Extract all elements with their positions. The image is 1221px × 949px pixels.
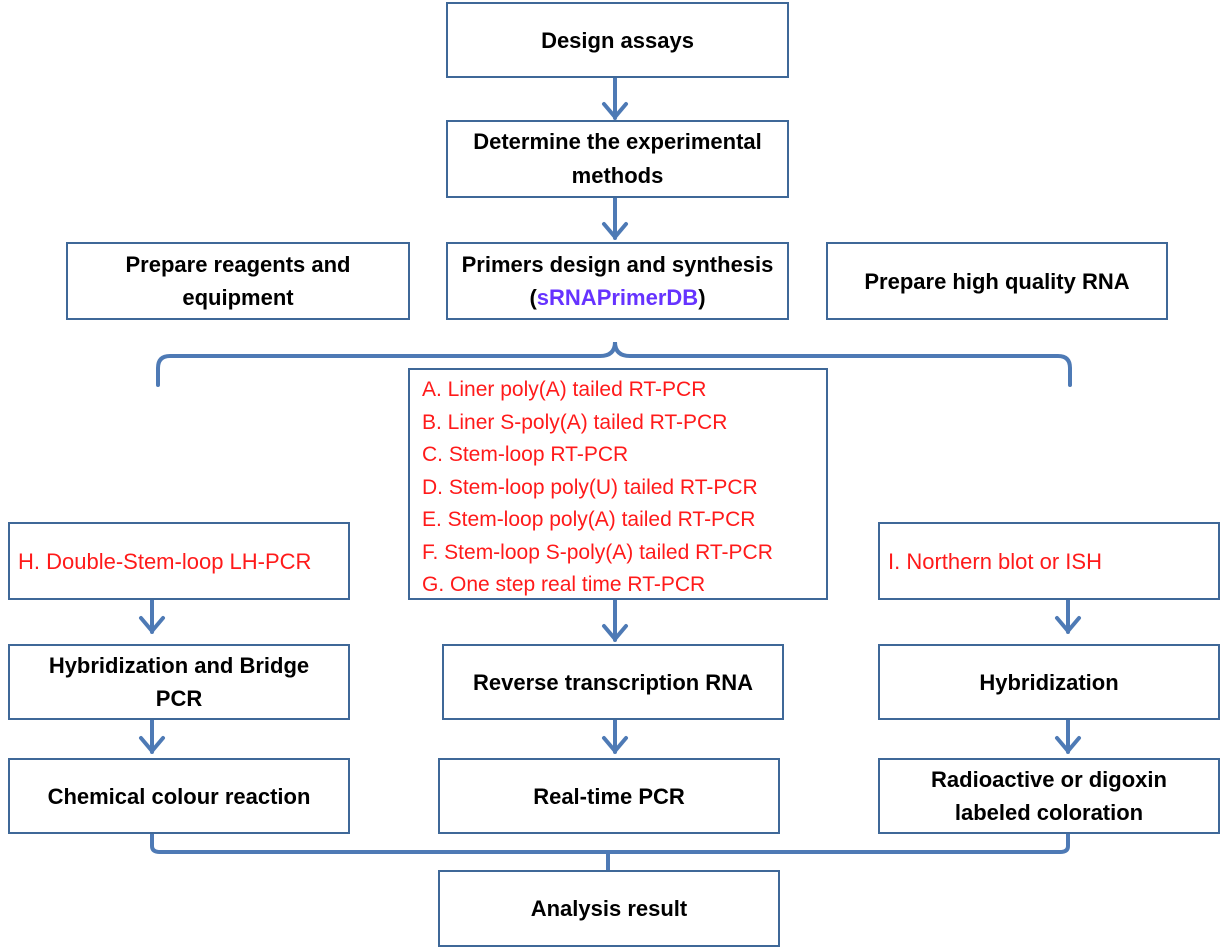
- arrow-rt-to-realtime: [602, 718, 628, 755]
- design-assays-label: Design assays: [541, 27, 694, 53]
- prepare-reagents-line1: Prepare reagents and: [125, 252, 351, 277]
- sRNAPrimerDB-link[interactable]: sRNAPrimerDB: [536, 285, 699, 310]
- arrow-hyb-to-chem: [139, 718, 165, 755]
- method-i-box: I. Northern blot or ISH: [878, 522, 1220, 600]
- primers-line1: Primers design and synthesis: [461, 252, 774, 277]
- analysis-result-box: Analysis result: [438, 870, 780, 947]
- reverse-transcription-box: Reverse transcription RNA: [442, 644, 784, 720]
- radioactive-line1: Radioactive or digoxin: [931, 767, 1167, 792]
- method-d: D. Stem-loop poly(U) tailed RT-PCR: [422, 475, 758, 499]
- realtime-pcr-label: Real-time PCR: [533, 783, 685, 809]
- hybridization-box: Hybridization: [878, 644, 1220, 720]
- method-i-label: I. Northern blot or ISH: [888, 548, 1102, 574]
- method-b: B. Liner S-poly(A) tailed RT-PCR: [422, 410, 728, 434]
- hybridization-bridge-box: Hybridization and Bridge PCR: [8, 644, 350, 720]
- bottom-bracket: [150, 832, 1070, 872]
- method-c: C. Stem-loop RT-PCR: [422, 443, 629, 466]
- method-h-label: H. Double-Stem-loop LH-PCR: [18, 548, 312, 574]
- radioactive-box: Radioactive or digoxin labeled coloratio…: [878, 758, 1220, 834]
- design-assays-box: Design assays: [446, 2, 789, 78]
- determine-methods-line1: Determine the experimental: [473, 128, 762, 154]
- method-e: E. Stem-loop poly(A) tailed RT-PCR: [422, 508, 756, 531]
- method-f: F. Stem-loop S-poly(A) tailed RT-PCR: [422, 540, 773, 564]
- arrow-design-to-methods: [602, 76, 628, 121]
- analysis-result-label: Analysis result: [530, 896, 688, 921]
- prepare-rna-label: Prepare high quality RNA: [864, 268, 1130, 294]
- radioactive-line2: labeled coloration: [954, 800, 1144, 825]
- arrow-hyb-to-radio: [1055, 718, 1081, 755]
- prepare-reagents-box: Prepare reagents and equipment: [66, 242, 410, 320]
- hybridization-bridge-line1: Hybridization and Bridge: [48, 653, 310, 678]
- chemical-colour-box: Chemical colour reaction: [8, 758, 350, 834]
- prepare-reagents-line2: equipment: [182, 285, 294, 310]
- realtime-pcr-box: Real-time PCR: [438, 758, 780, 834]
- method-g: G. One step real time RT-PCR: [422, 573, 706, 596]
- primers-line2: (sRNAPrimerDB): [529, 285, 706, 310]
- arrow-methods-to-rt: [602, 598, 628, 643]
- determine-methods-line2: methods: [571, 163, 664, 188]
- hybridization-label: Hybridization: [979, 669, 1119, 695]
- reverse-transcription-label: Reverse transcription RNA: [473, 669, 753, 695]
- primers-box: Primers design and synthesis (sRNAPrimer…: [446, 242, 789, 320]
- arrow-i-to-hyb: [1055, 598, 1081, 635]
- methods-list-box: A. Liner poly(A) tailed RT-PCR B. Liner …: [408, 368, 828, 600]
- method-a: A. Liner poly(A) tailed RT-PCR: [422, 378, 707, 401]
- determine-methods-box: Determine the experimental methods: [446, 120, 789, 198]
- hybridization-bridge-line2: PCR: [155, 686, 203, 711]
- method-h-box: H. Double-Stem-loop LH-PCR: [8, 522, 350, 600]
- chemical-colour-label: Chemical colour reaction: [47, 783, 311, 809]
- arrow-methods-to-primers: [602, 196, 628, 241]
- prepare-rna-box: Prepare high quality RNA: [826, 242, 1168, 320]
- brace: [156, 341, 1072, 387]
- arrow-h-to-hyb: [139, 598, 165, 635]
